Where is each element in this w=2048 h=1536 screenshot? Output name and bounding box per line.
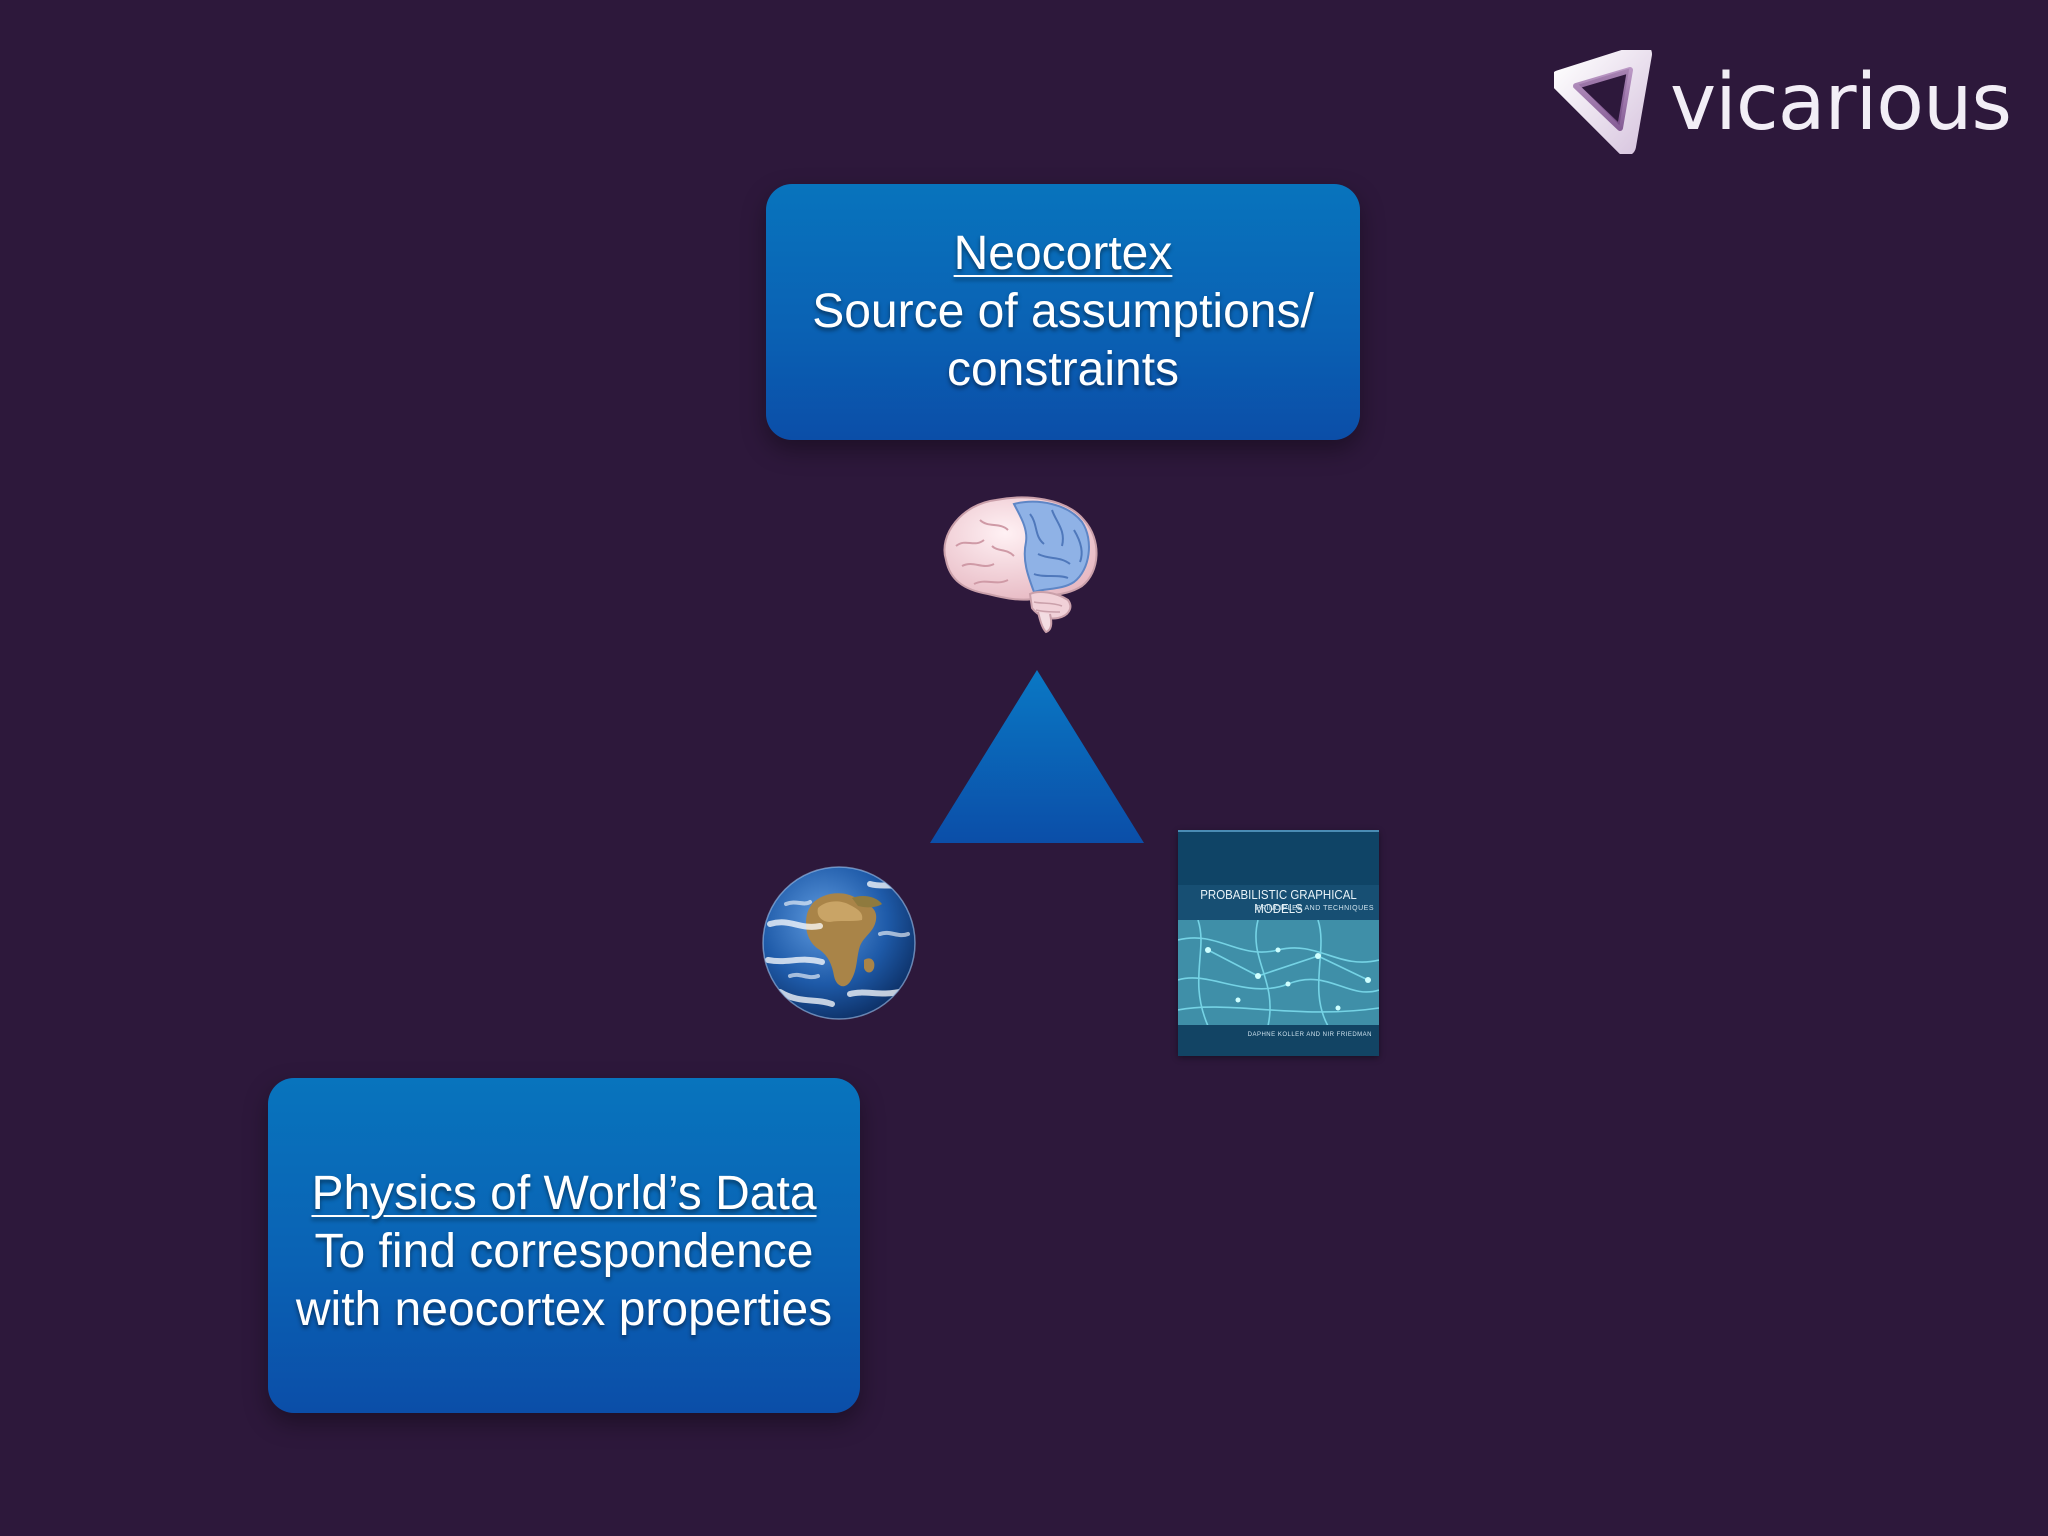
book-subtitle: PRINCIPLES AND TECHNIQUES: [1255, 905, 1374, 912]
vicarious-logo: vicarious: [1554, 50, 2012, 160]
book-authors: DAPHNE KOLLER AND NIR FRIEDMAN: [1247, 1032, 1372, 1038]
vicarious-triangle-logo-icon: [1554, 50, 1652, 154]
world-data-line-1: To find correspondence: [314, 1224, 814, 1278]
neocortex-line-2: constraints: [946, 343, 1180, 396]
world-data-box: Physics of World’s Data To find correspo…: [268, 1078, 860, 1413]
world-data-title: Physics of World’s Data: [311, 1166, 817, 1220]
book-top-band: [1178, 830, 1379, 885]
earth-globe-icon: [762, 866, 916, 1020]
book-title: PROBABILISTIC GRAPHICAL MODELS: [1200, 888, 1357, 916]
world-data-line-2: with neocortex properties: [295, 1282, 833, 1336]
vicarious-logo-text: vicarious: [1670, 58, 2012, 148]
triangle-shape: [930, 670, 1144, 843]
pgm-book-cover: PROBABILISTIC GRAPHICAL MODELS PRINCIPLE…: [1178, 830, 1379, 1056]
neocortex-line-1: Source of assumptions/: [812, 285, 1314, 338]
network-graph-art: [1178, 920, 1379, 1026]
book-bottom-band: [1178, 1025, 1379, 1056]
neocortex-box: Neocortex Source of assumptions/ constra…: [766, 184, 1360, 440]
neocortex-title: Neocortex: [953, 227, 1173, 280]
brain-icon: [943, 496, 1098, 634]
